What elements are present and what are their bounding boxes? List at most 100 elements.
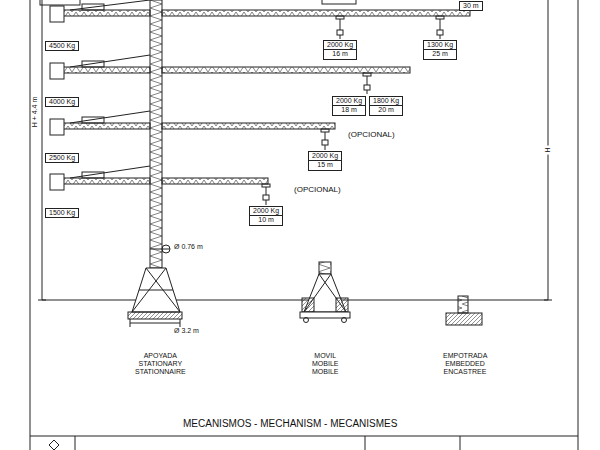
tower-mast xyxy=(150,0,162,268)
box-text: 4500 Kg xyxy=(46,42,78,50)
dimension-tick xyxy=(544,300,552,301)
mobile-mast xyxy=(319,262,331,274)
ballast xyxy=(336,298,348,312)
hook-block xyxy=(337,30,343,35)
box-subtext: 20 m xyxy=(370,105,402,114)
counterweight-label: 1500 Kg xyxy=(45,208,79,218)
hoist-rope xyxy=(266,200,267,205)
box-subtext: 18 m xyxy=(333,105,365,114)
hoist-rope xyxy=(340,35,341,39)
dimension-tick xyxy=(130,319,131,327)
cut-box xyxy=(322,0,356,4)
hoist-rope xyxy=(266,187,267,195)
diameter-symbol xyxy=(162,245,170,253)
counterweight-label: 4000 Kg xyxy=(45,97,79,107)
hoist-rope xyxy=(367,90,368,94)
counterweight-label: 4500 Kg xyxy=(45,41,79,51)
base-brace xyxy=(139,290,173,291)
counterweight xyxy=(50,174,64,190)
dimension-tick xyxy=(38,300,46,301)
counter-jib xyxy=(62,123,150,129)
counter-jib xyxy=(62,67,150,73)
counterweight-label: 2500 Kg xyxy=(45,153,79,163)
box-subtext: 10 m xyxy=(250,215,282,224)
dimension-line xyxy=(42,0,43,300)
hoist-rope xyxy=(325,145,326,150)
load-box: 1300 Kg25 m xyxy=(423,40,457,60)
base-footing xyxy=(128,312,182,319)
counterweight xyxy=(50,63,64,79)
load-box: 2000 Kg18 m xyxy=(332,96,366,116)
jib xyxy=(162,10,470,16)
counter-jib xyxy=(62,178,150,184)
box-text: 2500 Kg xyxy=(46,154,78,162)
tie-bar xyxy=(70,55,150,67)
trolley xyxy=(363,73,371,76)
hook-block xyxy=(364,85,370,90)
box-text: 1500 Kg xyxy=(46,209,78,217)
dimension-tick xyxy=(180,319,181,327)
box-text: 1800 Kg xyxy=(370,97,402,105)
box-text: 1300 Kg xyxy=(424,41,456,49)
jib xyxy=(162,123,335,129)
base-frame xyxy=(132,268,180,312)
wheel xyxy=(342,318,347,323)
hoist-rope xyxy=(440,35,441,39)
counter-jib xyxy=(62,10,150,16)
hoist-rope xyxy=(440,19,441,30)
frame-line xyxy=(30,0,31,450)
box-text: 4000 Kg xyxy=(46,98,78,106)
section-heading: MECANISMOS - MECHANISM - MECANISMES xyxy=(183,418,397,430)
load-box: 2000 Kg10 m xyxy=(249,206,283,226)
base-caption: MOVIL MOBILE MOBILE xyxy=(312,352,338,376)
bogie xyxy=(300,312,350,318)
box-subtext: 15 m xyxy=(309,160,341,169)
load-box: 1800 Kg20 m xyxy=(369,96,403,116)
hoist-rope xyxy=(325,132,326,140)
ground-line xyxy=(42,300,548,301)
table-line xyxy=(365,436,366,450)
base-caption: EMPOTRADA EMBEDDED ENCASTREE xyxy=(443,352,487,376)
base-caption: APOYADA STATIONARY STATIONNAIRE xyxy=(135,352,186,376)
wheel xyxy=(304,318,309,323)
load-box: 2000 Kg16 m xyxy=(323,40,357,60)
box-text: 2000 Kg xyxy=(309,152,341,160)
box-subtext: 25 m xyxy=(424,49,456,58)
diameter-label: Ø 0.76 m xyxy=(174,243,203,251)
box-text: 2000 Kg xyxy=(324,41,356,49)
height-dimension: H xyxy=(544,145,552,154)
table-line xyxy=(460,436,461,450)
tie-bar xyxy=(70,166,150,178)
hook-block xyxy=(263,195,269,200)
height-dimension: H + 4.4 m xyxy=(31,95,39,130)
option-note: (OPCIONAL) xyxy=(294,185,341,194)
diameter-line xyxy=(130,323,180,324)
trolley xyxy=(262,184,270,187)
counterweight xyxy=(50,119,64,135)
ballast xyxy=(302,298,314,312)
jib xyxy=(162,67,410,73)
diameter-line xyxy=(150,249,170,250)
hoist-rope xyxy=(367,76,368,85)
trolley xyxy=(436,16,444,19)
hook-block xyxy=(437,30,443,35)
diameter-label: Ø 3.2 m xyxy=(174,327,199,335)
box-text: 2000 Kg xyxy=(333,97,365,105)
tie-bar xyxy=(70,0,150,10)
hoist-rope xyxy=(340,19,341,30)
table-icon xyxy=(49,440,59,450)
box-subtext: 16 m xyxy=(324,49,356,58)
load-box: 2000 Kg15 m xyxy=(308,151,342,171)
trolley xyxy=(336,16,344,19)
frame-line xyxy=(578,0,579,450)
embedded-footing xyxy=(446,313,482,325)
option-note: (OPCIONAL) xyxy=(348,130,395,139)
embedded-mast xyxy=(458,296,468,313)
tie-bar xyxy=(70,111,150,123)
cut-box xyxy=(40,0,80,5)
jib xyxy=(162,178,268,184)
table-line xyxy=(75,436,76,450)
counterweight xyxy=(50,6,64,22)
